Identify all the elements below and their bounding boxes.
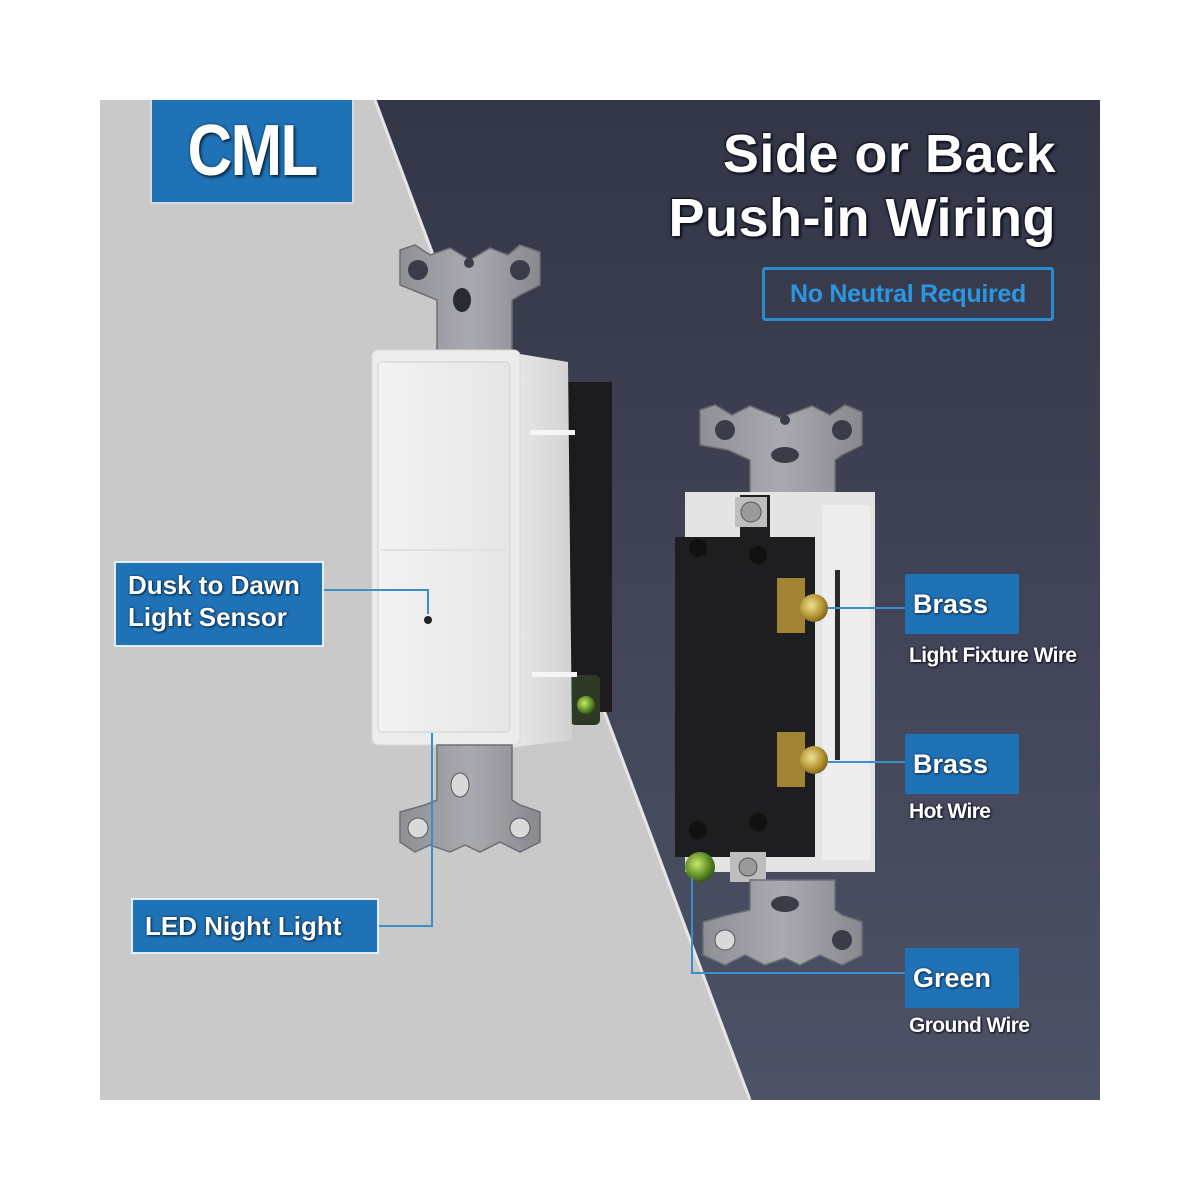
sensor-callout-line-2: Light Sensor xyxy=(128,602,287,632)
strap-hole xyxy=(714,929,736,951)
strap-hole xyxy=(715,420,735,440)
sensor-callout-line-1: Dusk to Dawn xyxy=(128,570,300,600)
brand-logo: CML xyxy=(150,100,354,204)
terminal-wire-hot: Hot Wire xyxy=(909,800,991,823)
strap-hole xyxy=(464,258,474,268)
strap-hole xyxy=(407,817,429,839)
sensor-callout: Dusk to Dawn Light Sensor xyxy=(114,561,324,647)
strap-screw-slot xyxy=(771,447,799,463)
strap-screw-slot xyxy=(771,896,799,912)
push-in-hole xyxy=(689,539,707,557)
terminal-label-green-ground: Green xyxy=(905,948,1019,1008)
housing-side-face xyxy=(822,505,870,860)
top-terminal-screw xyxy=(740,501,762,523)
ground-screw-head xyxy=(577,696,595,714)
headline: Side or Back Push-in Wiring xyxy=(669,122,1056,250)
night-light-leader-line xyxy=(379,733,433,927)
strap-screw-slot xyxy=(453,288,471,312)
terminal-label-brass-light: Brass xyxy=(905,574,1019,634)
badge-text: No Neutral Required xyxy=(790,279,1026,308)
terminal-wire-ground: Ground Wire xyxy=(909,1014,1030,1037)
mounting-strap-bottom xyxy=(399,744,541,853)
housing-slot xyxy=(835,570,840,760)
housing-tab xyxy=(530,430,575,435)
terminal-color-name: Brass xyxy=(913,588,989,619)
green-ground-screw xyxy=(685,852,715,882)
no-neutral-badge: No Neutral Required xyxy=(762,267,1054,321)
strap-hole xyxy=(832,930,852,950)
sensor-leader-line xyxy=(324,589,429,614)
brass-screw-2 xyxy=(800,746,828,774)
headline-line-2: Push-in Wiring xyxy=(668,188,1056,248)
switch-housing-side xyxy=(508,352,572,748)
push-in-hole xyxy=(689,821,707,839)
light-sensor-dot xyxy=(424,616,432,624)
ground-leader-line xyxy=(691,878,905,974)
push-in-hole xyxy=(749,813,767,831)
housing-tab xyxy=(532,672,577,677)
strap-hole xyxy=(780,415,790,425)
push-in-hole xyxy=(749,546,767,564)
brass-screw-1 xyxy=(800,594,828,622)
brand-logo-text: CML xyxy=(187,111,319,191)
strap-hole xyxy=(408,260,428,280)
front-switch xyxy=(371,244,612,853)
bottom-terminal-screw xyxy=(738,857,758,877)
terminal-color-name: Brass xyxy=(913,748,989,779)
product-infographic: CML Side or Back Push-in Wiring No Neutr… xyxy=(100,100,1100,1100)
rear-strap-bottom xyxy=(702,879,863,966)
terminal-label-brass-hot: Brass xyxy=(905,734,1019,794)
terminal-color-name: Green xyxy=(913,962,992,993)
strap-hole xyxy=(509,817,531,839)
headline-line-1: Side or Back xyxy=(722,124,1056,184)
rear-switch xyxy=(675,404,875,966)
rocker-paddle xyxy=(377,361,511,733)
night-light-callout: LED Night Light xyxy=(131,898,379,954)
strap-hole xyxy=(510,260,530,280)
night-light-callout-text: LED Night Light xyxy=(145,911,342,941)
switch-back-body xyxy=(568,382,612,712)
terminal-wire-light-fixture: Light Fixture Wire xyxy=(909,644,1077,667)
strap-screw-slot xyxy=(450,772,470,798)
strap-hole xyxy=(832,420,852,440)
